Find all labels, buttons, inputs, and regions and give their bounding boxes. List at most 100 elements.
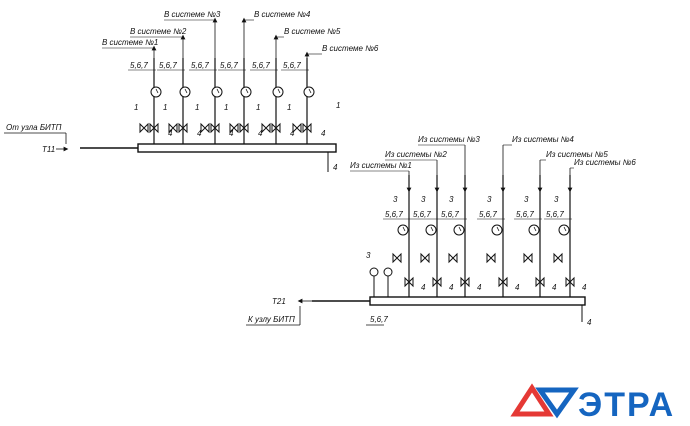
return-ref-567: 5,6,7 xyxy=(516,210,534,219)
return-gauge-icon-needle xyxy=(563,226,567,232)
return-ref-567: 5,6,7 xyxy=(413,210,431,219)
return-ref-3: 3 xyxy=(421,195,426,204)
supply-gauge-icon xyxy=(272,86,284,98)
supply-ref-4: 4 xyxy=(168,129,173,138)
logo-text: ЭТРА xyxy=(578,386,675,424)
return-branch-3: Из системы №3 5,6,7 3 4 xyxy=(418,135,482,297)
supply-ref-1: 1 xyxy=(224,103,228,112)
supply-branch-4: В системе №4 5,6,7 1 4 xyxy=(218,10,311,144)
supply-system-label: В системе №6 xyxy=(322,44,379,53)
supply-ref-1-right: 1 xyxy=(336,101,340,110)
return-ref-4: 4 xyxy=(582,283,587,292)
supply-gauge-icon xyxy=(303,86,315,98)
supply-ref-1: 1 xyxy=(287,103,291,112)
supply-valve-icon xyxy=(168,122,178,134)
return-ref-567: 5,6,7 xyxy=(479,210,497,219)
return-ref-3: 3 xyxy=(524,195,529,204)
return-ref-3: 3 xyxy=(449,195,454,204)
return-system-label: Из системы №4 xyxy=(512,135,574,144)
supply-ref-1: 1 xyxy=(163,103,167,112)
supply-gauge-icon-needle xyxy=(245,88,249,94)
supply-ref-567: 5,6,7 xyxy=(191,61,209,70)
return-valve-icon xyxy=(565,276,575,288)
return-ref-4-drain: 4 xyxy=(587,318,592,327)
supply-gauge-icon xyxy=(150,86,162,98)
return-valve-icon xyxy=(404,276,414,288)
supply-ref-4: 4 xyxy=(258,129,263,138)
return-ref-4: 4 xyxy=(552,283,557,292)
return-gauge-icon-needle xyxy=(458,226,462,232)
supply-system-label: В системе №4 xyxy=(254,10,311,19)
return-valve-icon xyxy=(535,276,545,288)
supply-gauge-icon-needle xyxy=(308,88,312,94)
supply-valve-icon xyxy=(271,122,281,134)
supply-ref-4: 4 xyxy=(321,129,326,138)
return-gauge-icon xyxy=(453,224,465,236)
return-ref-567: 5,6,7 xyxy=(441,210,459,219)
supply-system-label: В системе №3 xyxy=(164,10,221,19)
supply-gauge-icon-needle xyxy=(277,88,281,94)
return-gauge-icon-needle xyxy=(402,226,406,232)
supply-valve-icon xyxy=(149,122,159,134)
return-system-label: Из системы №6 xyxy=(574,158,636,167)
return-ref-4: 4 xyxy=(477,283,482,292)
return-system-label: Из системы №3 xyxy=(418,135,480,144)
supply-system-label: В системе №5 xyxy=(284,27,341,36)
return-ref-567: 5,6,7 xyxy=(546,210,564,219)
return-gauge-icon xyxy=(397,224,409,236)
return-gauge-icon xyxy=(528,224,540,236)
return-valve-icon xyxy=(420,252,430,264)
supply-valve-icon xyxy=(261,122,271,134)
return-gauge-icon xyxy=(425,224,437,236)
return-system-label: Из системы №1 xyxy=(350,161,412,170)
return-gauge-icon xyxy=(558,224,570,236)
return-system-label: Из системы №5 xyxy=(546,150,608,159)
return-pipe-code: T21 xyxy=(272,297,286,306)
supply-pipe-code: T11 xyxy=(42,145,55,154)
supply-valve-icon xyxy=(210,122,220,134)
return-ref-4: 4 xyxy=(421,283,426,292)
supply-ref-4: 4 xyxy=(229,129,234,138)
return-ref-4: 4 xyxy=(515,283,520,292)
supply-ref-4-drain: 4 xyxy=(333,163,338,172)
return-gauge-icon xyxy=(491,224,503,236)
supply-valve-icon xyxy=(292,122,302,134)
supply-ref-1: 1 xyxy=(134,103,138,112)
supply-ref-567: 5,6,7 xyxy=(159,61,177,70)
return-ref-3: 3 xyxy=(487,195,492,204)
supply-gauge-icon-needle xyxy=(216,88,220,94)
supply-ref-4: 4 xyxy=(197,129,202,138)
return-valve-icon xyxy=(392,252,402,264)
return-branch-4: Из системы №4 5,6,7 3 4 xyxy=(477,135,574,297)
supply-valve-icon xyxy=(200,122,210,134)
supply-ref-567: 5,6,7 xyxy=(283,61,301,70)
return-ref-3: 3 xyxy=(393,195,398,204)
return-branch-5: Из системы №5 5,6,7 3 4 xyxy=(514,150,608,297)
supply-ref-567: 5,6,7 xyxy=(220,61,238,70)
supply-ref-1: 1 xyxy=(256,103,260,112)
return-dest-label: К узлу БИТП xyxy=(248,315,295,324)
supply-ref-567: 5,6,7 xyxy=(130,61,148,70)
supply-ref-1: 1 xyxy=(195,103,199,112)
supply-valve-icon xyxy=(178,122,188,134)
supply-valve-icon xyxy=(239,122,249,134)
return-valve-icon xyxy=(498,276,508,288)
supply-valve-icon xyxy=(229,122,239,134)
return-ref-567-bottom: 5,6,7 xyxy=(370,315,388,324)
supply-source-label: От узла БИТП xyxy=(6,123,62,132)
supply-gauge-icon xyxy=(211,86,223,98)
supply-branch-5: В системе №5 5,6,7 1 4 xyxy=(250,27,341,144)
return-ref-3-left: 3 xyxy=(366,251,371,260)
supply-ref-567: 5,6,7 xyxy=(252,61,270,70)
return-gauge-icon-needle xyxy=(533,226,537,232)
return-manifold xyxy=(312,296,586,322)
return-inlet-gauge xyxy=(369,267,393,297)
return-header-pipe xyxy=(369,296,586,306)
